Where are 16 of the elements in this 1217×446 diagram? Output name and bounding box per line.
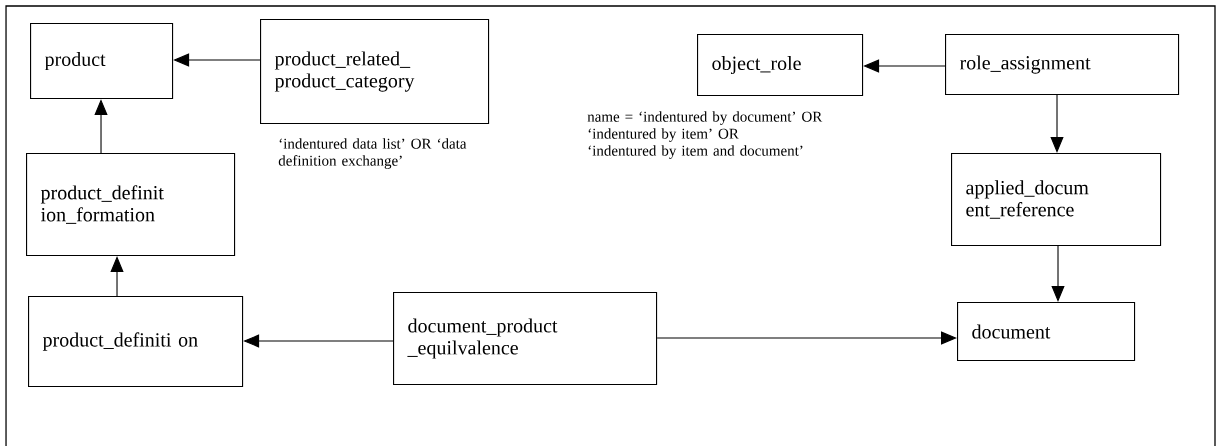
arrow (656, 331, 957, 345)
entity-box: object_role (697, 34, 864, 97)
entity-box: product_related_ product_category (260, 19, 490, 125)
note-text: ‘indentured data list’ OR ‘data definition exchange’ (278, 138, 467, 169)
entity-box: product_definit ion_formation (26, 153, 236, 257)
entity-box: product (30, 23, 174, 100)
arrow (1051, 245, 1065, 302)
arrow (1050, 94, 1064, 153)
entity-box: document_product _equilvalence (393, 292, 658, 386)
entity-box: product_definiti on (28, 296, 244, 388)
entity-box: document (957, 302, 1136, 362)
entity-box: applied_docum ent_reference (951, 153, 1162, 247)
note-text: ‘indentured by item and document’ (588, 145, 803, 159)
note-text: ‘indentured by item’ OR (588, 128, 739, 142)
entity-box: role_assignment (945, 34, 1180, 96)
note-text: name = ‘indentured by document’ OR (587, 111, 823, 125)
